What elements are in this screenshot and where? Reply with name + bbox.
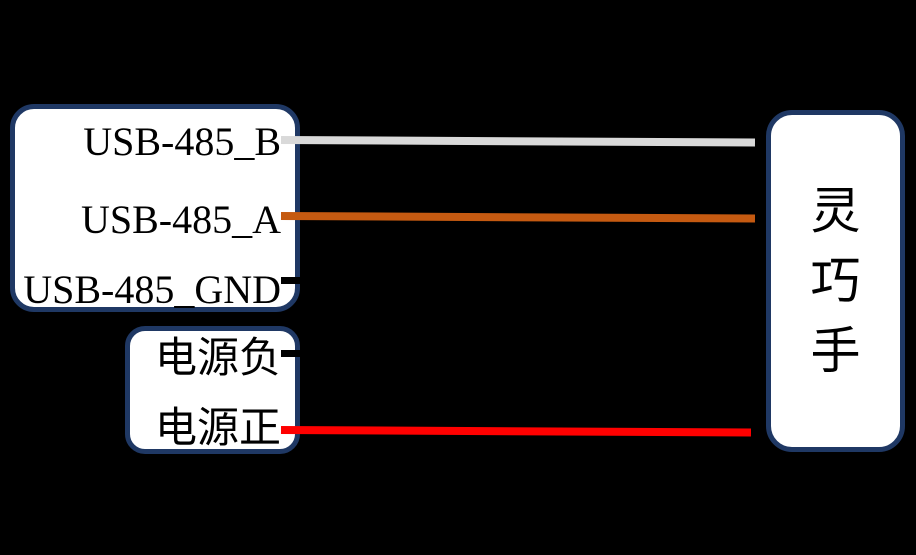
wire-usb-485-a <box>280 212 756 223</box>
usb-485-adapter-box: USB-485_B USB-485_A USB-485_GND <box>10 104 300 312</box>
pin-label-usb-485-gnd: USB-485_GND <box>23 267 281 312</box>
wire-usb-485-b <box>280 136 756 147</box>
pin-label-usb-485-a: USB-485_A <box>80 197 281 242</box>
wire-usb-485-gnd-stub <box>281 277 308 284</box>
dexterous-hand-box: 灵巧手 <box>766 110 905 452</box>
pin-label-usb-485-b: USB-485_B <box>83 119 281 164</box>
dexterous-hand-label: 灵巧手 <box>810 183 861 379</box>
power-supply-box: 电源负 电源正 <box>125 326 300 454</box>
pin-label-power-negative: 电源负 <box>154 336 281 382</box>
pin-label-power-positive: 电源正 <box>154 406 281 452</box>
wire-power-positive <box>280 426 752 437</box>
wire-power-negative-stub <box>281 350 308 357</box>
